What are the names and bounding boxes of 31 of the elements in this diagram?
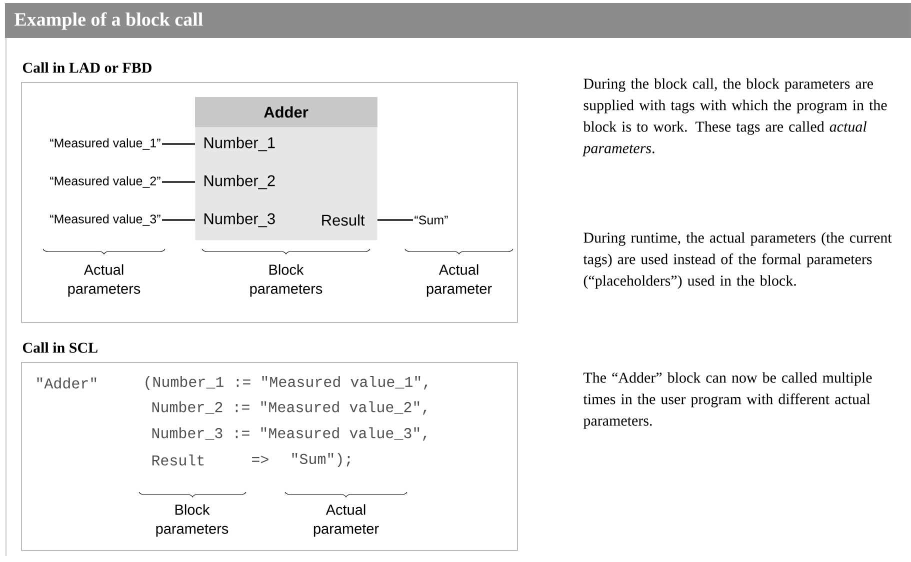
tag-label: “Measured value_3” (50, 214, 160, 226)
tag-label: “Measured value_1” (50, 138, 160, 150)
wire (162, 219, 195, 221)
tag-label: “Sum” (414, 216, 448, 224)
wire (162, 181, 195, 183)
pin-label: Number_2 (204, 174, 275, 190)
code-text: "Sum"); (292, 453, 350, 467)
paragraph: The “Adder” block can now be called multiple times in the user program with different actual parameters. (583, 372, 872, 429)
wire (162, 143, 195, 145)
panel-heading: Call in LAD or FBD (22, 62, 152, 73)
code-text: "Adder" (37, 377, 96, 389)
title-bar: Example of a block call (5, 3, 911, 38)
panel-heading: Call in SCL (22, 342, 98, 353)
brace-label: Block parameters (250, 264, 322, 297)
pin-label: Number_3 (204, 212, 275, 228)
block-title: Adder (264, 106, 308, 118)
brace-label: Block parameters (156, 504, 228, 537)
code-text: => (252, 456, 268, 464)
code-text: Number_2 := "Measured value_2", (152, 401, 426, 415)
tag-label: “Measured value_2” (50, 176, 160, 188)
pin-label: Number_1 (204, 136, 275, 152)
brace-label: Actual parameter (314, 504, 379, 537)
pin-label: Result (322, 214, 365, 226)
paragraph: During runtime, the actual parameters (the current tags) are used instead of the formal parameters (“placeholders”) used in the block. (583, 232, 892, 289)
paragraph: During the block call, the block parameters are supplied with tags with which the program in the block is to work. These tags are called actual parameters. (582, 78, 887, 156)
code-text: Result (152, 454, 204, 466)
brace-label: Actual parameters (68, 264, 140, 297)
code-text: (Number_1 := "Measured value_1", (146, 376, 428, 390)
code-text: Number_3 := "Measured value_3", (152, 427, 426, 441)
wire (377, 219, 413, 221)
brace-label: Actual parameter (426, 264, 492, 297)
